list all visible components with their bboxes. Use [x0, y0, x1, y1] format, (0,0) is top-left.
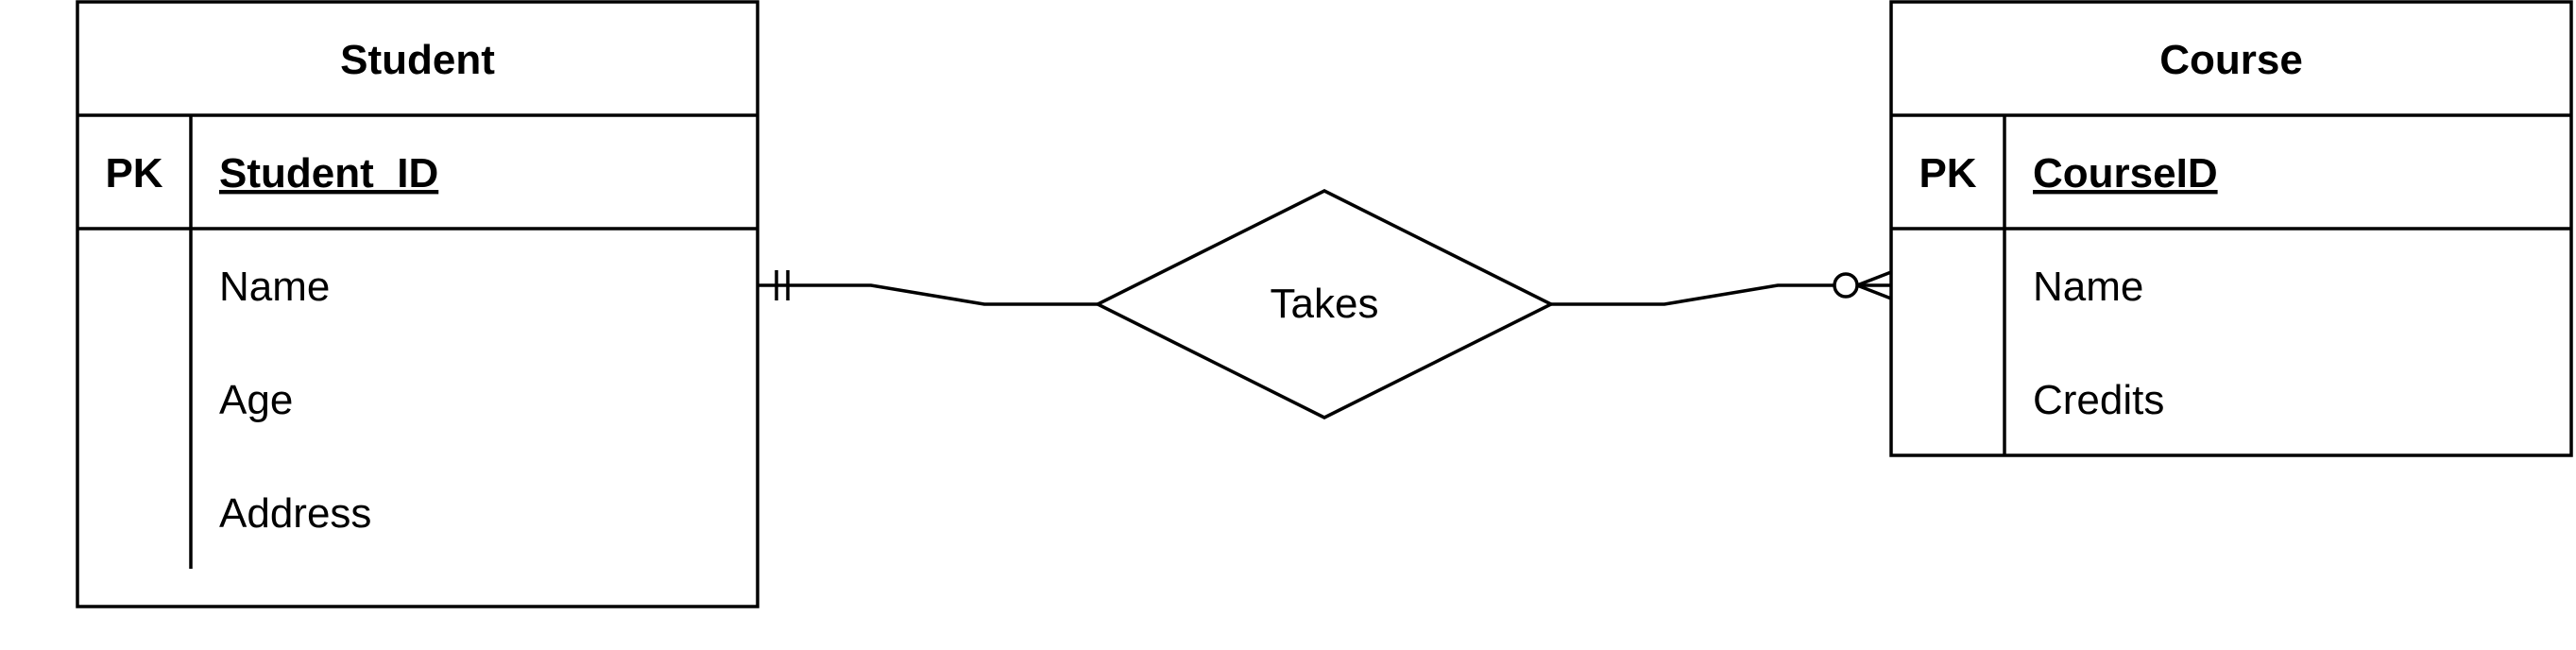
connector-line	[1551, 283, 1834, 306]
relationship-diamond	[1094, 189, 1555, 419]
connector-line	[758, 283, 1098, 306]
course-attribute: Credits	[2033, 377, 2164, 423]
entity-course[interactable]: Course PK CourseID Name Credits	[1889, 0, 2573, 457]
course-primary-key: CourseID	[2033, 150, 2218, 197]
student-title: Student	[340, 37, 495, 83]
course-pk-label: PK	[1919, 150, 1976, 197]
connector-student-takes[interactable]	[758, 270, 1098, 306]
course-attribute: Name	[2033, 264, 2143, 310]
student-table-border	[76, 0, 759, 608]
cardinality-crowfoot-line	[1856, 270, 1892, 287]
connector-takes-course[interactable]	[1551, 270, 1892, 306]
entity-student[interactable]: Student PK Student_ID Name Age Address	[76, 0, 759, 608]
cardinality-zero-circle	[1833, 272, 1859, 299]
student-attribute: Age	[219, 377, 293, 423]
relationship-takes[interactable]: Takes	[1094, 189, 1555, 419]
student-pk-label: PK	[105, 150, 162, 197]
relationship-label: Takes	[1271, 281, 1379, 327]
student-attribute: Address	[219, 490, 371, 537]
course-title: Course	[2159, 37, 2303, 83]
student-attribute: Name	[219, 264, 330, 310]
student-primary-key: Student_ID	[219, 150, 438, 197]
cardinality-crowfoot-line	[1856, 283, 1892, 300]
